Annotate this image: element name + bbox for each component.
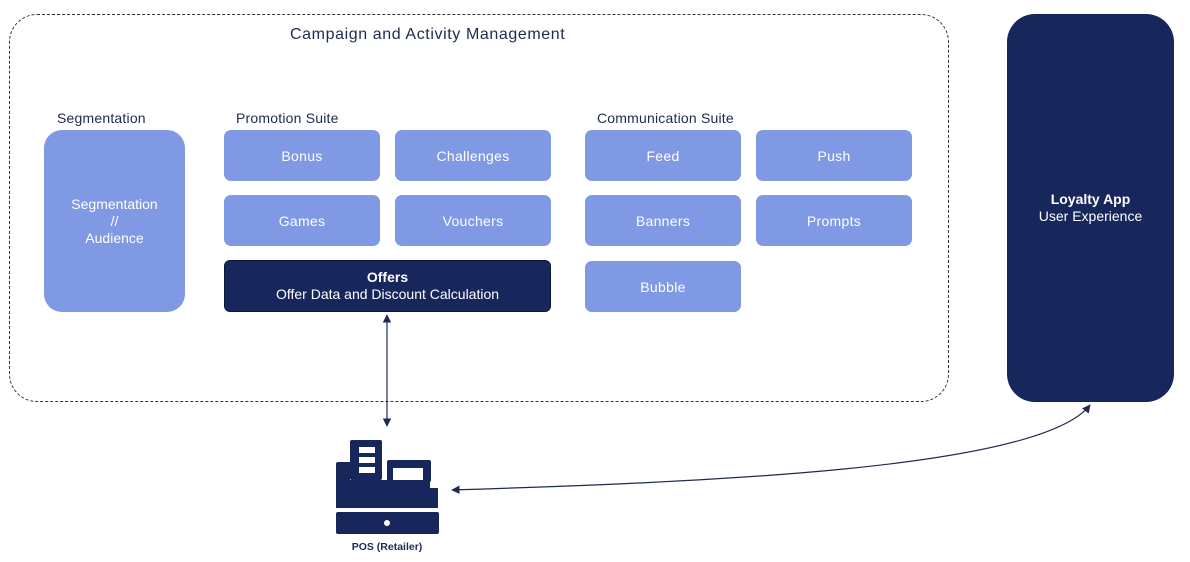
campaign-management-container (9, 14, 949, 402)
segmentation-label: Segmentation (57, 110, 146, 126)
prompts-box: Prompts (756, 195, 912, 246)
pos-label: POS (Retailer) (351, 541, 423, 553)
segmentation-tile-line1: Segmentation (71, 195, 158, 212)
games-box: Games (224, 195, 380, 246)
vouchers-box: Vouchers (395, 195, 551, 246)
offers-title: Offers (366, 269, 409, 285)
bubble-box: Bubble (585, 261, 741, 312)
segmentation-tile-line2: // (110, 212, 119, 229)
communication-suite-label: Communication Suite (597, 110, 734, 126)
offers-subtitle: Offer Data and Discount Calculation (275, 286, 500, 302)
loyalty-app-box: Loyalty App User Experience (1007, 14, 1174, 402)
offers-box: Offers Offer Data and Discount Calculati… (224, 260, 551, 312)
diagram-title: Campaign and Activity Management (290, 26, 566, 43)
promotion-suite-label: Promotion Suite (236, 110, 339, 126)
segmentation-tile-line3: Audience (85, 229, 144, 246)
pos-loyalty-arrow (451, 404, 1091, 494)
cash-register-icon (336, 440, 439, 534)
challenges-box: Challenges (395, 130, 551, 181)
feed-box: Feed (585, 130, 741, 181)
banners-box: Banners (585, 195, 741, 246)
loyalty-app-subtitle: User Experience (1038, 208, 1143, 224)
loyalty-app-title: Loyalty App (1050, 191, 1131, 207)
push-box: Push (756, 130, 912, 181)
segmentation-audience-box: Segmentation // Audience (44, 130, 185, 312)
bonus-box: Bonus (224, 130, 380, 181)
